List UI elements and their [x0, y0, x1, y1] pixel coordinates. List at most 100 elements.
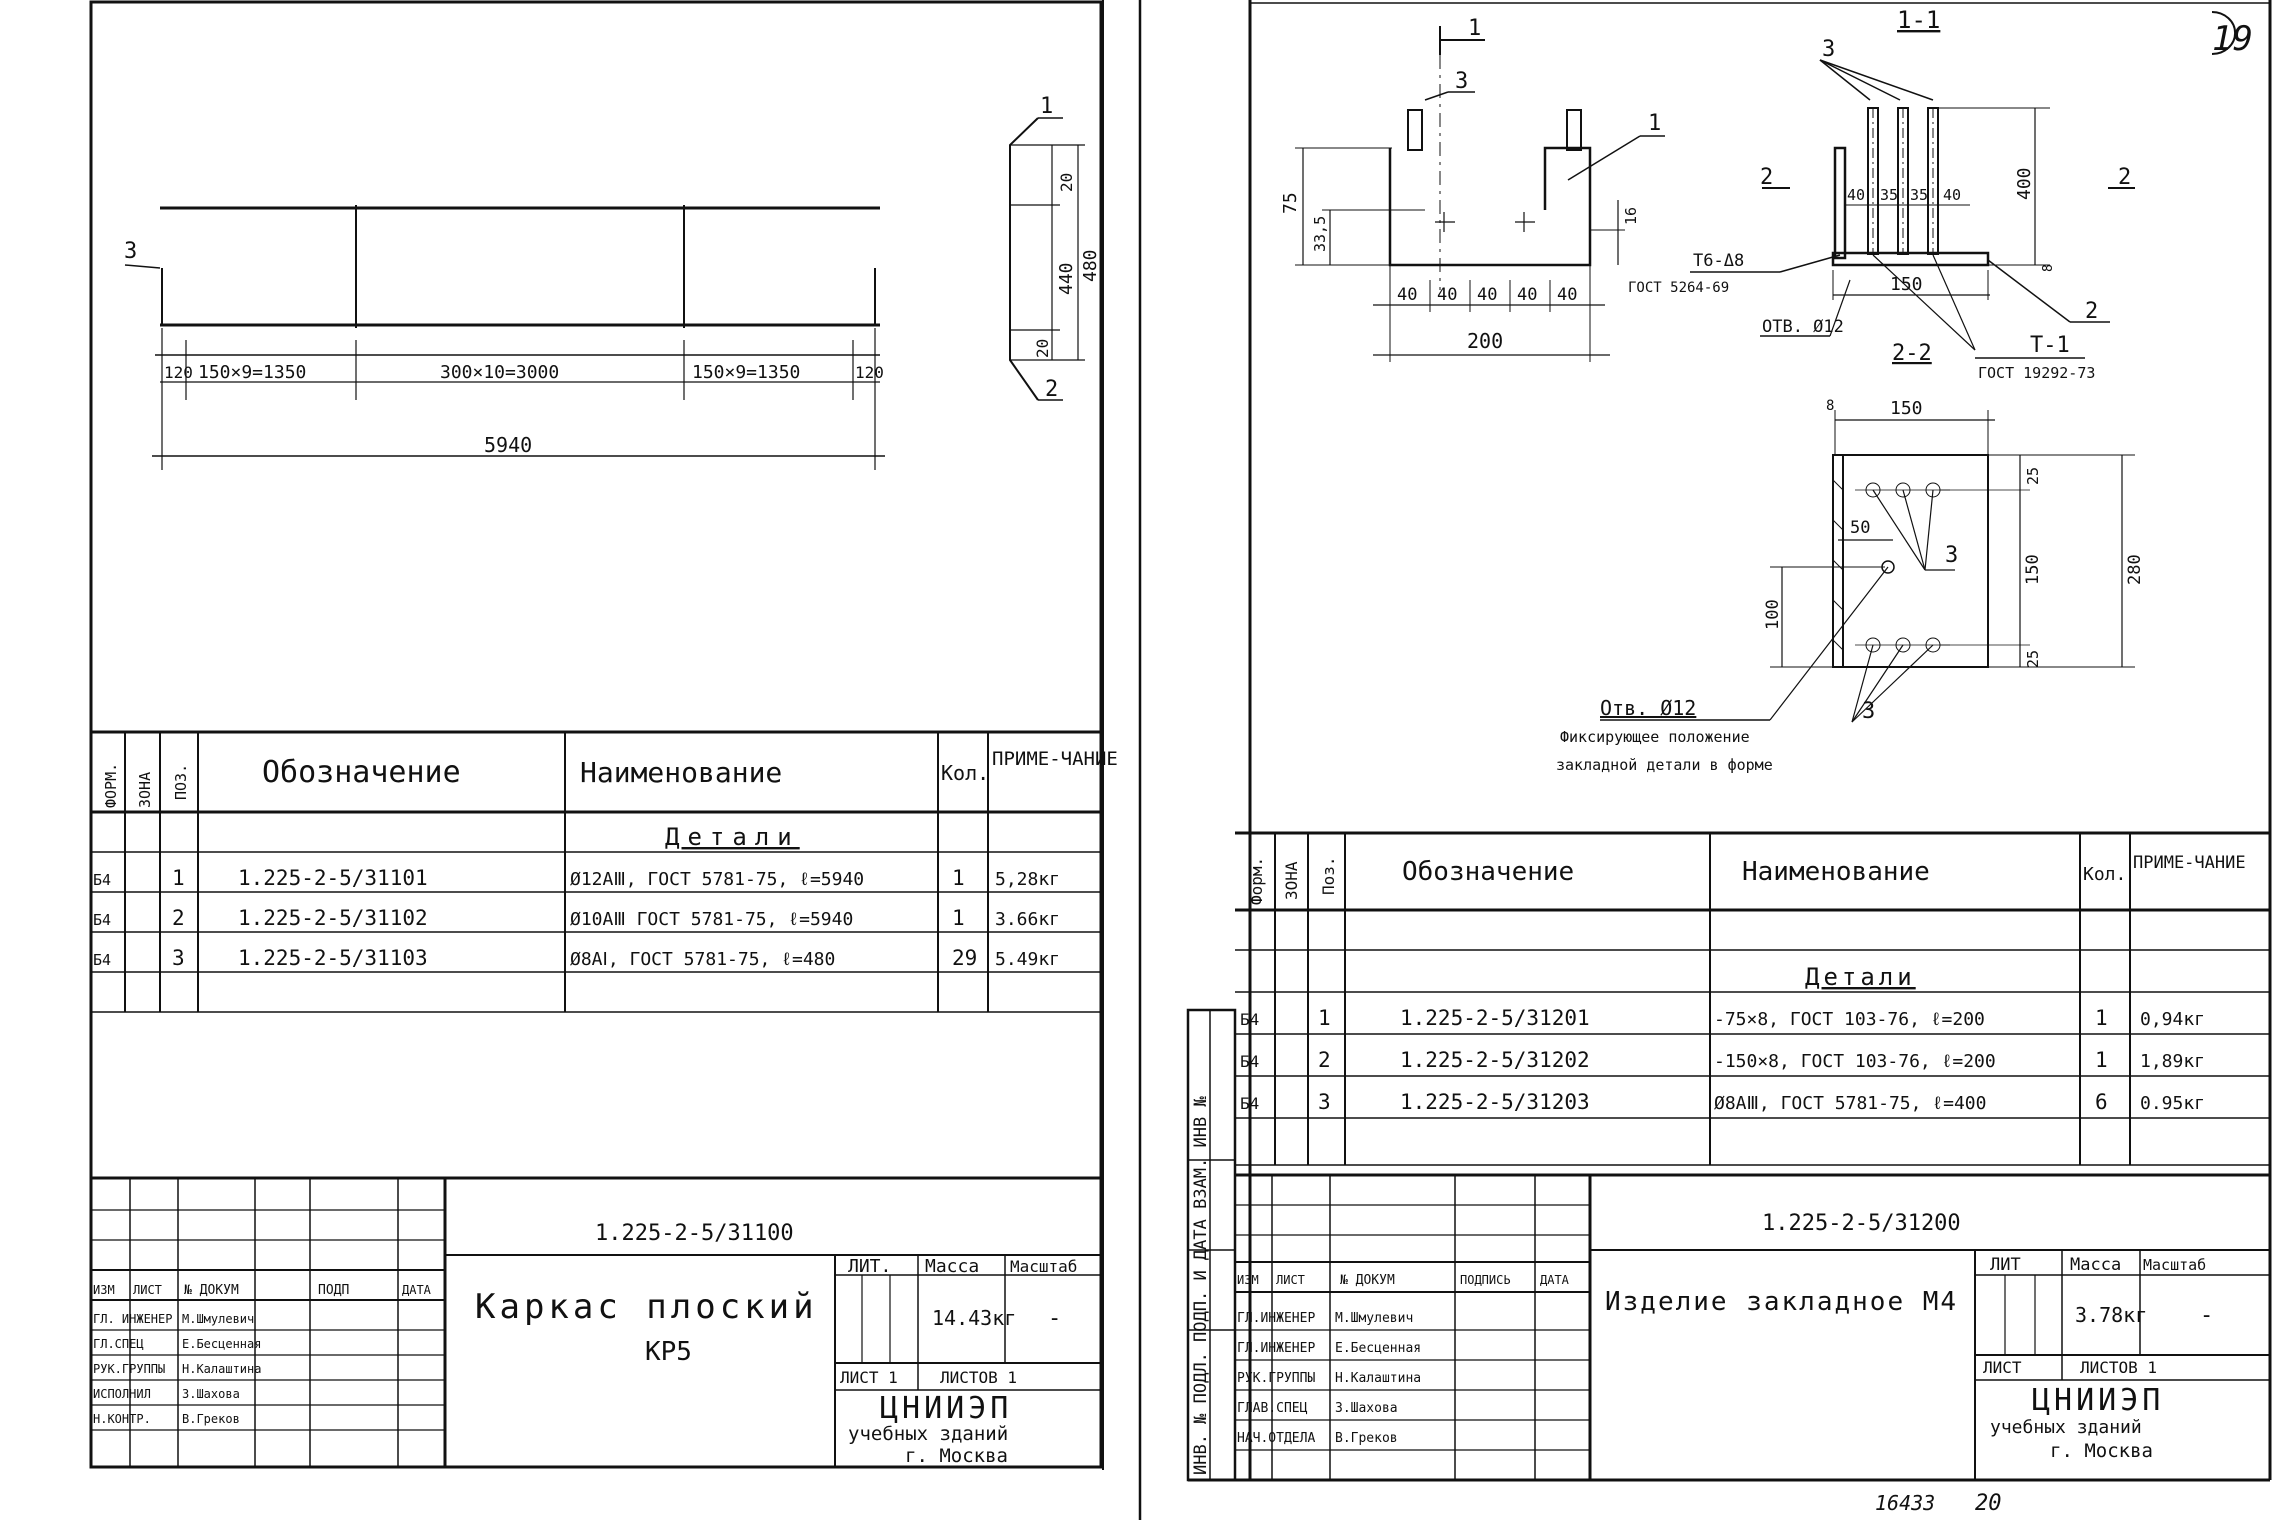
title-mass-label: Масса: [925, 1256, 979, 1277]
spec-header-qty: Кол.: [941, 761, 989, 785]
title-person-name: З.Шахова: [1335, 1401, 1398, 1416]
title-person-name: Е.Бесценная: [1335, 1341, 1421, 1356]
spec-row-pos: 2: [1318, 1048, 1331, 1072]
title-code: 1.225-2-5/31100: [595, 1221, 794, 1246]
org-line2: учебных зданий: [1990, 1417, 2142, 1438]
weld-gost: ГОСТ 5264-69: [1628, 280, 1729, 296]
spec-row-designation: 1.225-2-5/31202: [1400, 1048, 1590, 1072]
title-person-role: ГЛ.ИНЖЕНЕР: [1237, 1341, 1315, 1356]
spec-header-note: ПРИМЕ-ЧАНИЕ: [2133, 853, 2246, 873]
title-col-doc: № ДОКУМ: [184, 1283, 239, 1298]
title-col-date: ДАТА: [1540, 1273, 1570, 1287]
footer-page: 20: [1975, 1491, 2002, 1516]
spec-section-title: Детали: [665, 823, 800, 851]
org-city: г. Москва: [2050, 1440, 2153, 1462]
view-a-dim-hole: 33,5: [1311, 216, 1329, 252]
view-a-dim-total: 200: [1467, 329, 1503, 353]
section-label-top: 1: [1040, 94, 1053, 119]
section-dim-top: 20: [1057, 173, 1076, 192]
hole-note-line2: закладной детали в форме: [1556, 756, 1773, 774]
view-a-section-mark: 1: [1468, 16, 1481, 41]
title-person-role: НАЧ.ОТДЕЛА: [1237, 1431, 1315, 1446]
view-a-dim-b2: 40: [1437, 285, 1457, 305]
title-scale-label: Масштаб: [1010, 1257, 1077, 1276]
section-2-2-dim-25-top: 25: [2024, 467, 2042, 485]
section-2-2-dim-280: 280: [2125, 554, 2145, 585]
cage-elevation: 3 120 150×9=1350 300×10=3000 150×9=1350 …: [124, 205, 885, 470]
title-person-name: В.Греков: [1335, 1431, 1398, 1446]
section-1-1-leader-2: 2: [2085, 299, 2098, 324]
drawing-title-line1: Каркас плоский: [475, 1287, 818, 1327]
section-2-2-leader-3-top: 3: [1945, 543, 1958, 568]
view-a-dim-b1: 40: [1397, 285, 1417, 305]
org-name: ЦНИИЭП: [2032, 1383, 2164, 1418]
stamp-vertical-label: ИНВ. № ПОДЛ. ПОДП. И ДАТА ВЗАМ. ИНВ №: [1191, 1096, 1211, 1475]
spec-row-qty: 1: [952, 906, 965, 930]
spec-header-name: Наименование: [580, 756, 782, 789]
section-1-1: 1-1 3 2 2 40 35 35 40 400 8: [1628, 6, 2135, 382]
title-col-izm: ИЗМ: [1237, 1273, 1259, 1287]
title-mass-value: 3.78кг: [2075, 1303, 2147, 1327]
spec-row-name: -75×8, ГОСТ 103-76, ℓ=200: [1714, 1009, 1985, 1030]
title-person-role: Н.КОНТР.: [93, 1412, 151, 1426]
section-2-2-dim-8: 8: [1826, 398, 1834, 414]
embed-elevation: 1 3 1 75 33,5 16: [1280, 16, 1665, 362]
title-sheets-label: ЛИСТОВ 1: [2080, 1358, 2157, 1377]
spec-row-note: 5,28кг: [995, 869, 1060, 890]
spec-section-title: Детали: [1805, 963, 1916, 991]
title-person-role: ГЛ. ИНЖЕНЕР: [93, 1312, 172, 1326]
title-person-role: РУК.ГРУППЫ: [1237, 1371, 1315, 1386]
section-2-2: 2-2 150 8: [1556, 341, 2145, 774]
spec-row-format: Б4: [1240, 1052, 1259, 1071]
title-col-izm: ИЗМ: [93, 1283, 115, 1297]
spec-row-format: Б4: [93, 951, 111, 969]
section-1-1-dim-t2: 35: [1880, 186, 1898, 204]
right-sheet: 19 1 3 1: [1186, 0, 2272, 1516]
spec-row-qty: 1: [952, 866, 965, 890]
section-dim-bottom: 20: [1033, 339, 1052, 358]
right-spec-table: Форм. ЗОНА Поз. Обозначение Наименование…: [1235, 831, 2270, 1166]
spec-row-qty: 1: [2095, 1048, 2108, 1072]
drawing-title-line2: КР5: [645, 1337, 692, 1367]
title-sheets-label: ЛИСТОВ 1: [940, 1368, 1017, 1387]
hole-label: ОТВ. Ø12: [1762, 317, 1844, 337]
title-lit-label: ЛИТ: [1990, 1255, 2021, 1275]
section-2-2-leader-3-bottom: 3: [1862, 699, 1875, 724]
title-scale-label: Масштаб: [2143, 1256, 2206, 1274]
title-lit-label: ЛИТ.: [848, 1256, 891, 1277]
spec-row-qty: 29: [952, 946, 977, 970]
title-person-name: М.Шмулевич: [1335, 1311, 1413, 1326]
view-a-leader-1: 1: [1648, 111, 1661, 136]
title-scale-value: -: [2200, 1303, 2213, 1328]
title-person-name: Е.Бесценная: [182, 1337, 261, 1351]
spec-row-note: 0,94кг: [2140, 1009, 2205, 1030]
spec-header-zone: ЗОНА: [1282, 861, 1301, 900]
spec-header-pos: ПОЗ.: [172, 764, 190, 800]
title-person-name: В.Греков: [182, 1412, 240, 1426]
section-2-2-dim-50: 50: [1850, 518, 1870, 538]
title-col-sign: ПОДП: [318, 1283, 349, 1298]
spec-row-note: 3.66кг: [995, 909, 1060, 930]
spec-row-designation: 1.225-2-5/31201: [1400, 1006, 1590, 1030]
spec-header-format: Форм.: [1247, 857, 1266, 905]
spec-row-name: -150×8, ГОСТ 103-76, ℓ=200: [1714, 1051, 1996, 1072]
spec-row-pos: 1: [1318, 1006, 1331, 1030]
cage-section: 1 2 20 440 20 480: [1009, 94, 1101, 402]
section-1-1-title: 1-1: [1897, 6, 1940, 34]
spec-row-name: Ø10AⅢ ГОСТ 5781-75, ℓ=5940: [570, 909, 853, 930]
spec-row-qty: 6: [2095, 1090, 2108, 1114]
title-person-name: З.Шахова: [182, 1387, 240, 1401]
weld-t1: Т-1: [2030, 333, 2070, 358]
section-1-1-dim-height: 400: [2014, 167, 2035, 200]
view-a-dim-b4: 40: [1517, 285, 1537, 305]
spec-row-pos: 1: [172, 866, 185, 890]
title-person-role: ИСПОЛНИЛ: [93, 1387, 151, 1401]
section-1-1-dim-150: 150: [1890, 274, 1923, 295]
title-col-list: ЛИСТ: [133, 1283, 162, 1297]
section-dim-mid: 440: [1056, 262, 1077, 295]
org-name: ЦНИИЭП: [880, 1391, 1012, 1426]
